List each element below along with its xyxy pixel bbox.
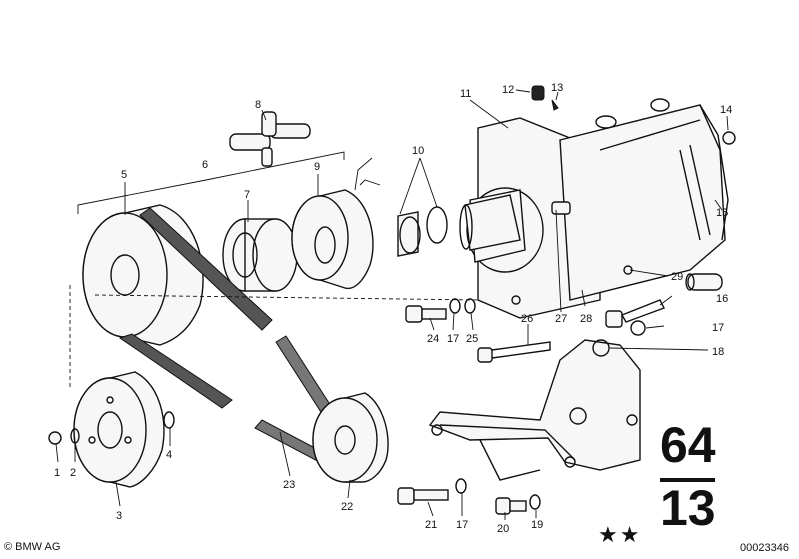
star-markers: ★★ <box>598 523 642 548</box>
callout-19: 19 <box>531 519 543 531</box>
callout-17-bottom: 17 <box>456 519 468 531</box>
subsection-number: 13 <box>660 480 716 536</box>
callout-23: 23 <box>283 479 295 491</box>
callout-4: 4 <box>166 449 172 461</box>
callout-1: 1 <box>54 467 60 479</box>
washer-4 <box>163 411 175 429</box>
callout-3: 3 <box>116 510 122 522</box>
screw-14 <box>722 131 736 145</box>
bolt-20 <box>495 497 527 515</box>
washer-19 <box>529 494 541 510</box>
callout-21: 21 <box>425 519 437 531</box>
image-code: 00023346 <box>740 542 789 554</box>
washer-17-mid <box>449 298 461 314</box>
coil-9 <box>291 157 381 290</box>
callout-17-mid: 17 <box>447 333 459 345</box>
callout-6: 6 <box>202 159 208 171</box>
seal-10 <box>397 206 448 257</box>
dash-line-2 <box>94 294 481 301</box>
sleeve-29 <box>685 273 723 291</box>
plug-12 <box>531 85 545 101</box>
callout-9: 9 <box>314 161 320 173</box>
bolt-21 <box>397 487 449 505</box>
shaft-nose <box>459 194 521 251</box>
valve-13 <box>551 99 559 111</box>
callout-22: 22 <box>341 501 353 513</box>
callout-28: 28 <box>580 313 592 325</box>
pulley-3 <box>73 371 165 488</box>
leader-lines <box>55 89 729 520</box>
callout-numbers: 1 2 3 4 5 6 7 8 9 10 11 12 13 14 15 16 1… <box>54 82 732 535</box>
callout-11: 11 <box>460 88 471 100</box>
callout-29: 29 <box>671 271 683 283</box>
group-bracket-6 <box>77 151 345 214</box>
callout-14: 14 <box>720 104 732 116</box>
callout-26: 26 <box>521 313 533 325</box>
bracket-18 <box>428 339 641 481</box>
fitting-8 <box>229 111 311 167</box>
callout-2: 2 <box>70 467 76 479</box>
bolt-26 <box>477 341 551 363</box>
washer-17-upper <box>630 320 646 336</box>
bearing-7 <box>222 218 298 292</box>
washer-17-lower <box>455 478 467 494</box>
callout-15: 15 <box>716 207 728 219</box>
washer-2 <box>70 428 80 444</box>
belt-upper <box>139 207 273 331</box>
callout-10: 10 <box>412 145 424 157</box>
section-divider <box>660 478 715 482</box>
callout-5: 5 <box>121 169 127 181</box>
callout-20: 20 <box>497 523 509 535</box>
section-number: 64 <box>660 417 716 473</box>
belt-lower <box>118 333 233 409</box>
washer-25 <box>464 298 476 314</box>
pulley-22 <box>312 392 389 483</box>
nut-1 <box>48 431 62 445</box>
callout-18: 18 <box>712 346 724 358</box>
callout-8: 8 <box>255 99 261 111</box>
callout-13: 13 <box>551 82 563 94</box>
callout-25: 25 <box>466 333 478 345</box>
copyright-text: © BMW AG <box>4 541 61 553</box>
callout-27: 27 <box>555 313 567 325</box>
bolt-16 <box>605 299 665 328</box>
callout-17-right: 17 <box>712 322 724 334</box>
callout-7: 7 <box>244 189 250 201</box>
bolt-24 <box>405 305 447 323</box>
pulley-5 <box>82 204 204 346</box>
callout-12: 12 <box>502 84 514 96</box>
callout-16: 16 <box>716 293 728 305</box>
callout-24: 24 <box>427 333 439 345</box>
